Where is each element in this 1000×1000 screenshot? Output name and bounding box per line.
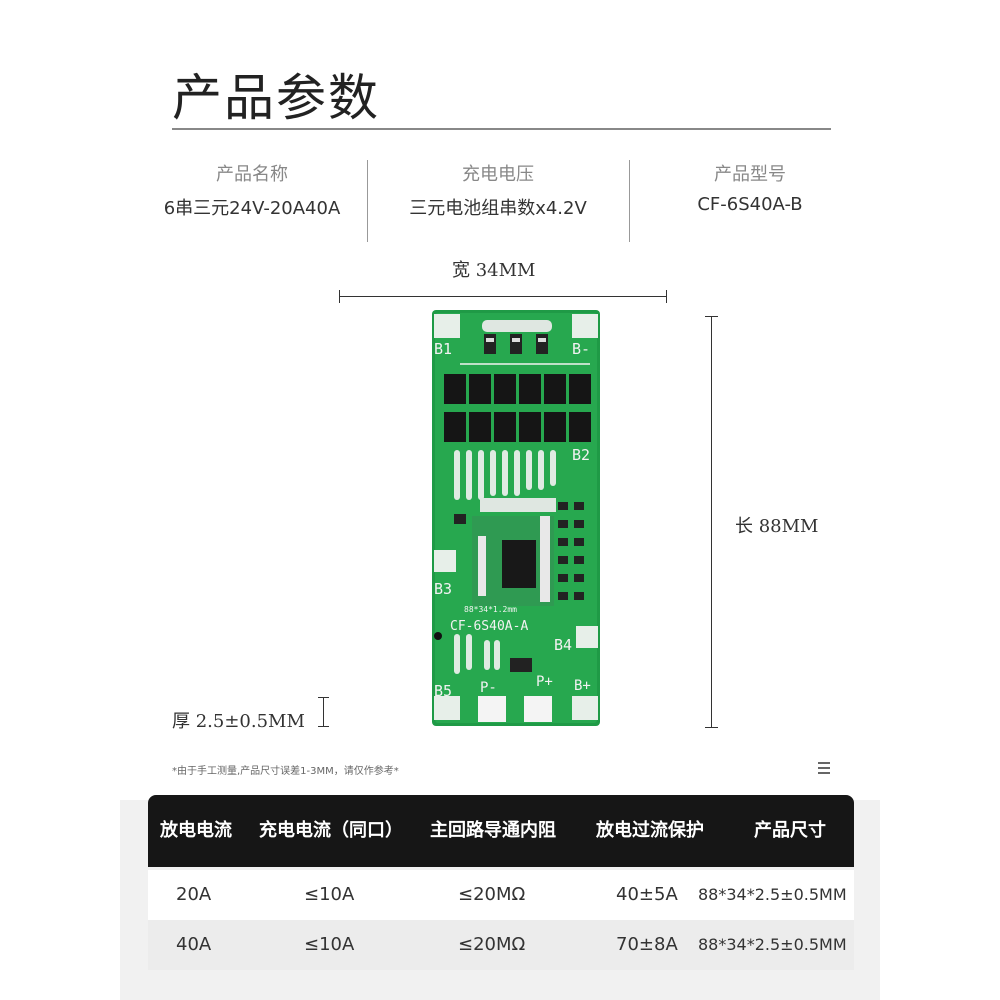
table-row: 20A ≤10A ≤20MΩ 40±5A 88*34*2.5±0.5MM	[148, 870, 854, 920]
length-dimension-line	[711, 316, 712, 728]
spec-label: 产品名称	[216, 164, 288, 185]
width-dimension-tick	[666, 290, 667, 303]
width-dimension-tick	[339, 290, 340, 303]
spec-product-name: 产品名称 6串三元24V-20A40A	[148, 160, 356, 220]
control-ic	[502, 540, 536, 588]
cell-product-size: 88*34*2.5±0.5MM	[698, 885, 847, 904]
pad-b5	[434, 696, 460, 720]
header-product-size: 产品尺寸	[754, 820, 826, 841]
thickness-dimension-line	[323, 697, 324, 727]
title-divider	[172, 128, 831, 130]
spec-label: 产品型号	[714, 164, 786, 185]
table-row: 40A ≤10A ≤20MΩ 70±8A 88*34*2.5±0.5MM	[148, 920, 854, 970]
cell-discharge-current: 20A	[176, 884, 212, 905]
cell-overcurrent-protection: 40±5A	[616, 884, 678, 905]
pad-bminus	[572, 314, 598, 338]
board-label-b3: B3	[434, 580, 452, 598]
board-label-pminus: P-	[480, 680, 497, 696]
cell-overcurrent-protection: 70±8A	[616, 934, 678, 955]
measurement-note: *由于手工测量,产品尺寸误差1-3MM，请仅作参考*	[172, 766, 399, 777]
cell-charge-current: ≤10A	[304, 884, 355, 905]
thickness-dimension-tick	[318, 697, 329, 698]
length-dimension-label: 长 88MM	[735, 516, 819, 537]
board-size-text: 88*34*1.2mm	[464, 605, 517, 614]
thickness-dimension-label: 厚 2.5±0.5MM	[172, 711, 305, 732]
spec-divider	[367, 160, 368, 242]
pad-pminus	[478, 696, 506, 722]
table-header: 放电电流 充电电流（同口） 主回路导通内阻 放电过流保护 产品尺寸	[148, 795, 854, 867]
spec-divider	[629, 160, 630, 242]
board-model-text: CF-6S40A-A	[450, 619, 528, 634]
header-overcurrent-protection: 放电过流保护	[596, 820, 704, 841]
spec-value: 三元电池组串数x4.2V	[409, 198, 587, 219]
pad-b3	[434, 550, 456, 572]
board-label-b1: B1	[434, 340, 452, 358]
spec-charge-voltage: 充电电压 三元电池组串数x4.2V	[380, 160, 616, 220]
header-discharge-current: 放电电流	[160, 820, 232, 841]
header-charge-current: 充电电流（同口）	[259, 820, 403, 841]
pad-b4	[576, 626, 598, 648]
cell-discharge-current: 40A	[176, 934, 212, 955]
width-dimension-label: 宽 34MM	[452, 260, 536, 281]
page-title: 产品参数	[172, 69, 380, 127]
spec-value: CF-6S40A-B	[697, 194, 803, 215]
cell-charge-current: ≤10A	[304, 934, 355, 955]
menu-icon	[818, 762, 830, 778]
board-label-b4: B4	[554, 636, 572, 654]
thickness-dimension-tick	[318, 726, 329, 727]
board-label-b5: B5	[434, 682, 452, 700]
width-dimension-line	[339, 296, 667, 297]
spec-value: 6串三元24V-20A40A	[163, 198, 341, 219]
cell-internal-resistance: ≤20MΩ	[458, 934, 526, 955]
pad-pplus	[524, 696, 552, 722]
board-label-pplus: P+	[536, 674, 553, 690]
spec-model: 产品型号 CF-6S40A-B	[650, 160, 850, 215]
bms-pcb-board-image: B1 B- B2 B3 B4 B5 P- P+ B+ 88*34*1.2mm C…	[432, 310, 600, 726]
length-dimension-tick	[705, 727, 718, 728]
cell-product-size: 88*34*2.5±0.5MM	[698, 935, 847, 954]
cell-internal-resistance: ≤20MΩ	[458, 884, 526, 905]
pad-b1	[434, 314, 460, 338]
board-label-bminus: B-	[572, 340, 590, 358]
spec-label: 充电电压	[462, 164, 534, 185]
pad-bplus	[572, 696, 598, 720]
length-dimension-tick	[705, 316, 718, 317]
board-label-b2: B2	[572, 446, 590, 464]
header-internal-resistance: 主回路导通内阻	[430, 820, 556, 841]
board-label-bplus: B+	[574, 678, 591, 694]
